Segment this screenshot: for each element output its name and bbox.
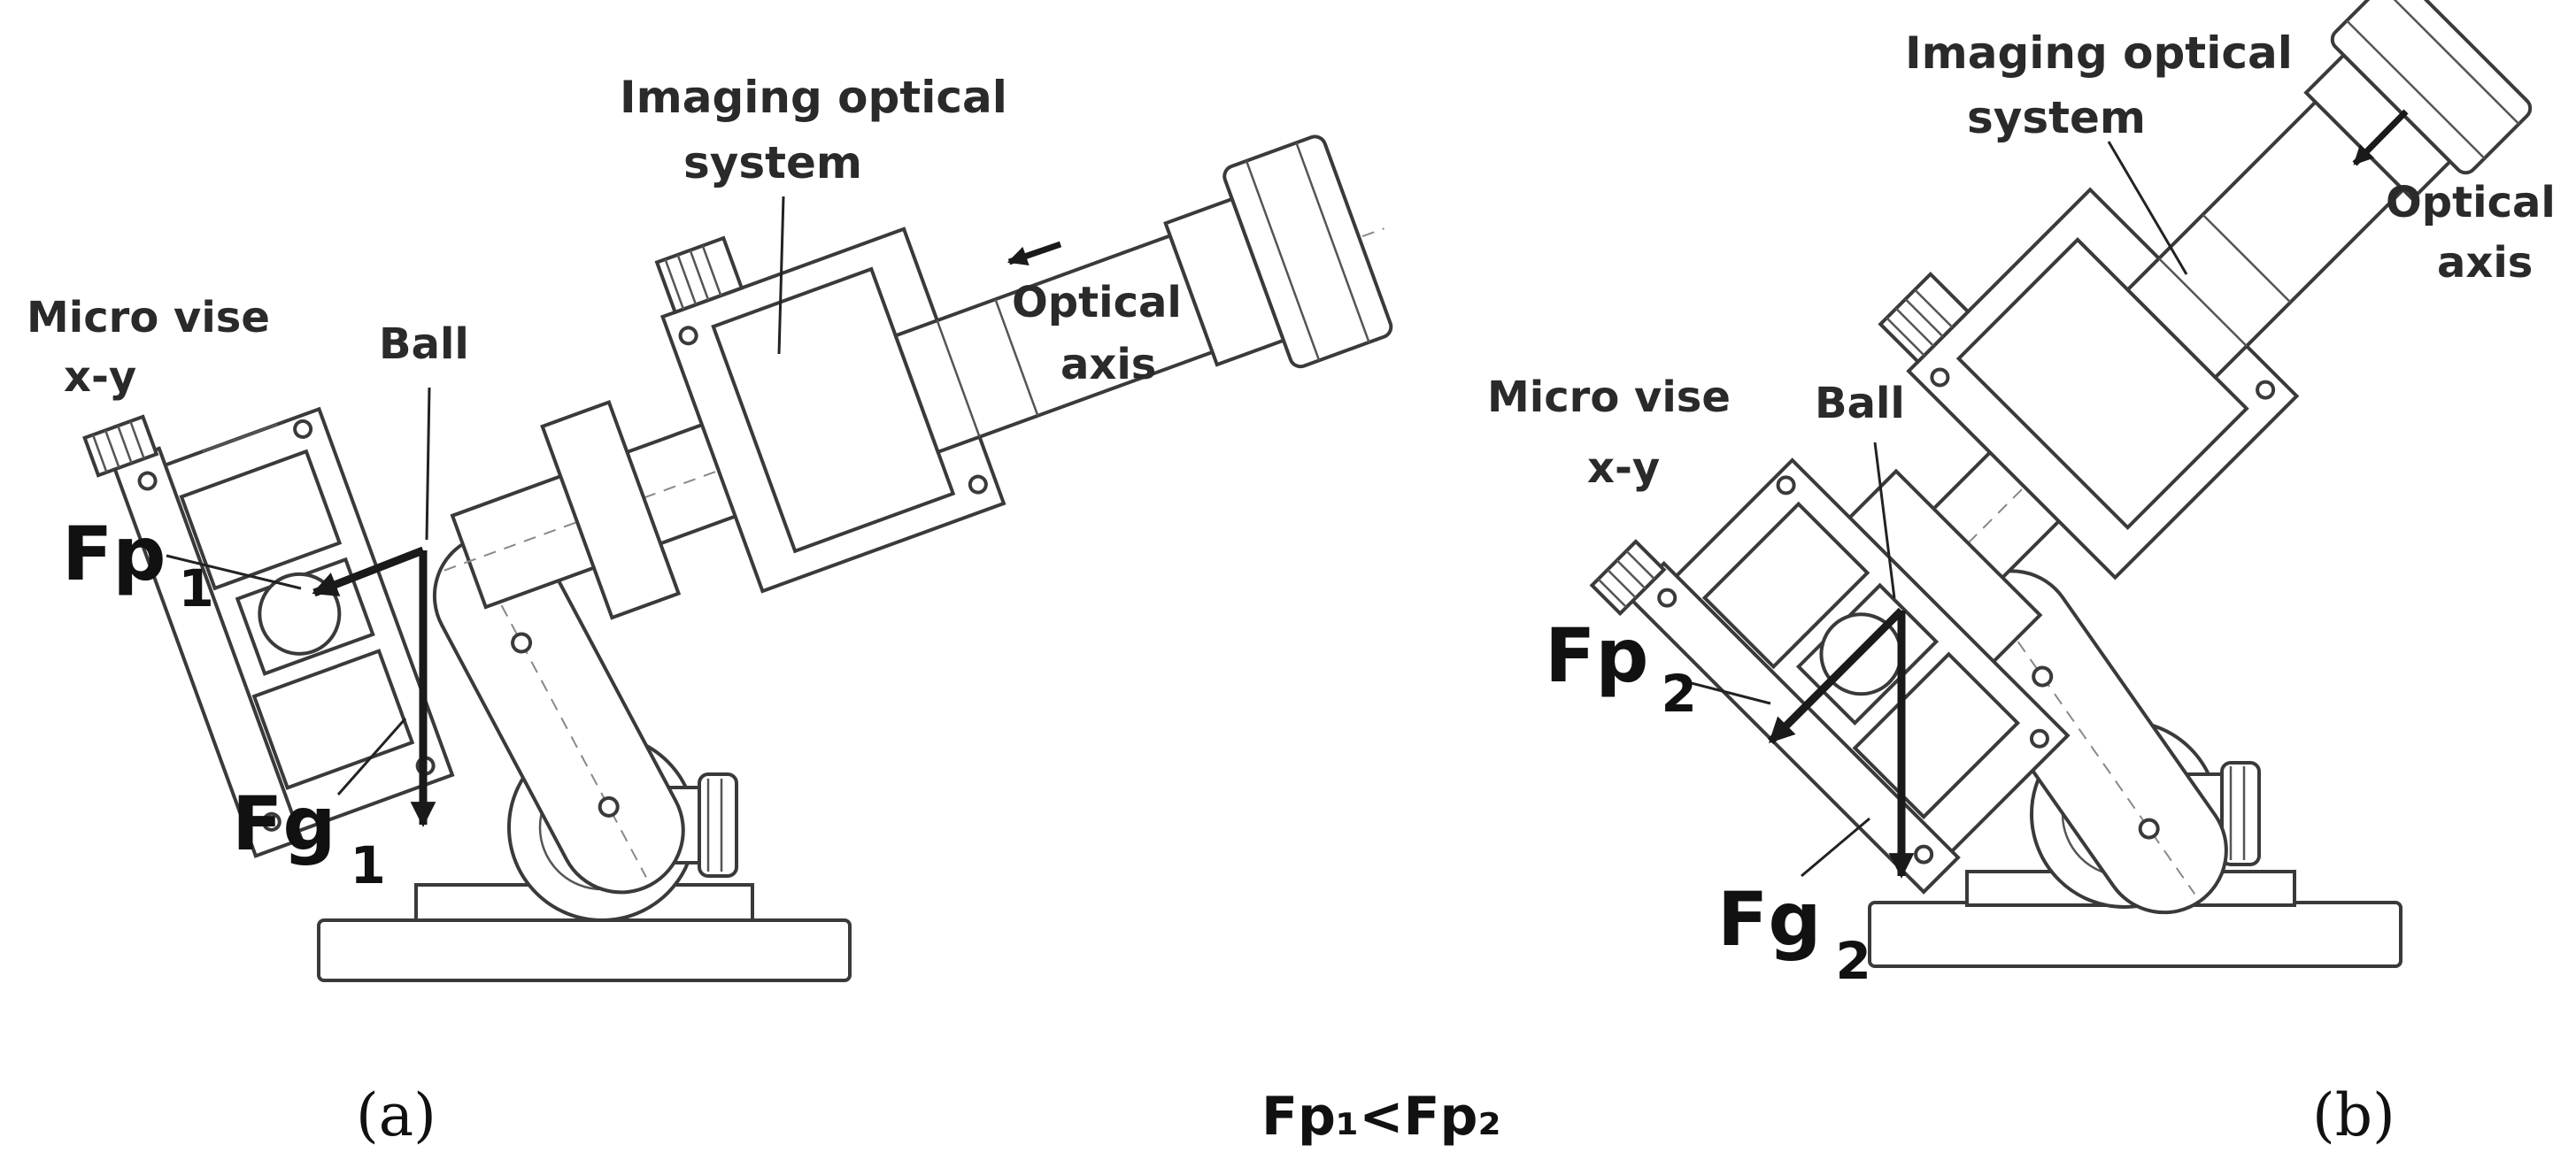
instrument-drawing-b (1589, 0, 2533, 968)
optical-label-b-line2: axis (2437, 238, 2533, 288)
imaging-pointer-b (2107, 141, 2188, 275)
fp2-vector (1767, 607, 1905, 745)
caption-b: (b) (2312, 1081, 2395, 1149)
fg1-pointer (336, 718, 407, 795)
vise-label-a-line1: Micro vise (27, 293, 270, 342)
fp2-pointer (1677, 678, 1771, 705)
caption-a: (a) (356, 1081, 436, 1149)
fg2-pointer (1801, 817, 1870, 878)
imaging-pointer-a (777, 196, 785, 355)
force-comparison-caption: Fp₁<Fp₂ (1261, 1086, 1501, 1148)
panel-a: Imaging optical system Optical axis Micr… (27, 72, 1393, 1149)
imaging-label-b-line1: Imaging optical (1905, 27, 2293, 79)
imaging-label-a-line1: Imaging optical (620, 72, 1007, 123)
vise-label-b-line2: x-y (1587, 443, 1660, 493)
imaging-label-a-line2: system (683, 137, 862, 188)
panel-b: Imaging optical system Optical axis Micr… (1487, 0, 2556, 1149)
optical-label-b-line1: Optical (2386, 178, 2556, 227)
imaging-label-b-line2: system (1967, 92, 2146, 143)
vise-label-a-line2: x-y (64, 352, 136, 402)
optical-axis-arrow-a (1006, 241, 1062, 266)
ball-label-a: Ball (379, 319, 469, 369)
vise-label-b-line1: Micro vise (1487, 373, 1731, 422)
optical-label-a-line2: axis (1060, 340, 1156, 389)
fp1-vector (312, 546, 425, 597)
ball-label-b: Ball (1815, 379, 1905, 428)
fp1-pointer (166, 554, 302, 590)
ball-pointer-b (1873, 442, 1896, 599)
ball-pointer-a (425, 387, 431, 541)
optical-axis-arrow-b (2352, 109, 2409, 166)
optical-label-a-line1: Optical (1012, 278, 1182, 327)
